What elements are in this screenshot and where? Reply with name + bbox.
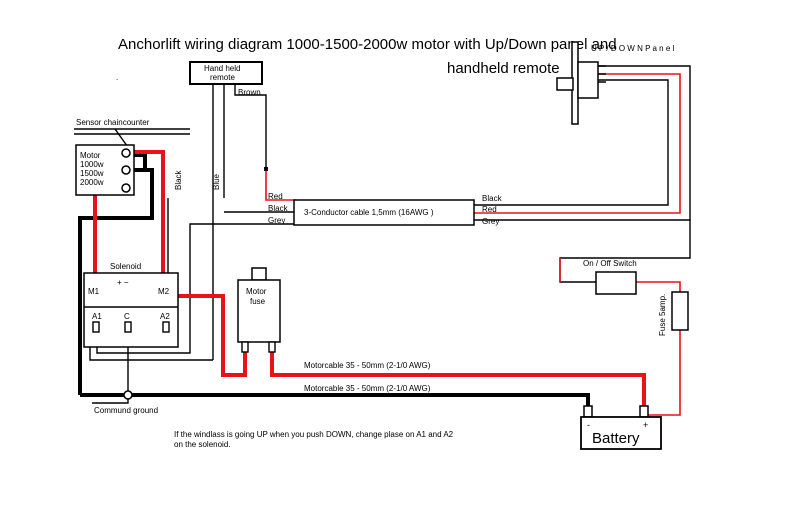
motor-terminal-top: [121, 148, 131, 158]
motor: Motor 1000w 1500w 2000w: [75, 144, 135, 196]
motor-fuse: Motor fuse: [237, 267, 281, 353]
battery: - + Battery: [580, 405, 662, 450]
wire-label-grey-left: Grey: [268, 216, 285, 225]
motorcable-label-1: Motorcable 35 - 50mm (2-1/0 AWG): [304, 361, 431, 370]
wire-label-red-left: Red: [268, 192, 283, 201]
wire-label-black-right: Black: [482, 194, 503, 203]
red-thin-wires: [265, 73, 681, 416]
wire-label-brown: Brown: [238, 88, 261, 97]
solenoid-title: Solenoid: [110, 262, 141, 271]
wire-label-black-vertical: Black: [174, 169, 183, 190]
conductor-cable: 3-Conductor cable 1,5mm (16AWG ): [293, 199, 475, 226]
command-ground-label: Commund ground: [94, 406, 158, 415]
note-line-2: on the solenoid.: [174, 440, 231, 449]
solenoid-m2: M2: [158, 287, 170, 296]
onoff-switch-label: On / Off Switch: [583, 259, 637, 268]
fuse-5amp: Fuse 5amp.: [658, 291, 689, 336]
wire-label-blue-vertical: Blue: [212, 173, 221, 190]
motor-label-3: 1500w: [80, 169, 104, 178]
wire-label-red-right: Red: [482, 205, 497, 214]
fuse-5amp-label: Fuse 5amp.: [658, 294, 667, 336]
handheld-remote-label-1: Hand held: [204, 64, 240, 73]
brown-junction: [264, 167, 268, 171]
sensor-label: Sensor chaincounter: [76, 118, 150, 127]
motor-terminal-bottom: [121, 183, 131, 193]
small-dot: .: [116, 73, 118, 82]
solenoid-a1: A1: [92, 312, 102, 321]
updown-panel-label: U P / D O W N P a n e l: [591, 44, 675, 53]
battery-label: Battery: [592, 430, 640, 447]
solenoid-m1: M1: [88, 287, 100, 296]
terminal-a2: [162, 321, 170, 333]
thin-wires: [74, 65, 691, 404]
title-line-1: Anchorlift wiring diagram 1000-1500-2000…: [118, 36, 617, 53]
wire-label-black-left: Black: [268, 204, 289, 213]
solenoid: Solenoid + − M1 M2 A1 C A2: [83, 262, 179, 348]
battery-minus: -: [587, 420, 590, 430]
solenoid-plus-minus: + −: [117, 278, 129, 287]
motor-fuse-label-2: fuse: [250, 297, 266, 306]
motor-fuse-label-1: Motor: [246, 287, 267, 296]
motor-label-2: 1000w: [80, 160, 104, 169]
title-line-2: handheld remote: [447, 60, 560, 77]
motor-label-1: Motor: [80, 151, 101, 160]
motor-terminal-mid: [121, 165, 131, 175]
terminal-c: [124, 321, 132, 333]
updown-panel: U P / D O W N P a n e l: [556, 41, 675, 125]
handheld-remote: Hand held remote: [189, 61, 263, 85]
battery-plus: +: [643, 420, 648, 430]
terminal-a1: [92, 321, 100, 333]
ground-point: [123, 390, 133, 400]
note-line-1: If the windlass is going UP when you pus…: [174, 430, 454, 439]
conductor-cable-label: 3-Conductor cable 1,5mm (16AWG ): [304, 208, 434, 217]
motor-label-4: 2000w: [80, 178, 104, 187]
onoff-switch: On / Off Switch: [583, 259, 637, 295]
wire-label-grey-right: Grey: [482, 217, 499, 226]
solenoid-c: C: [124, 312, 130, 321]
handheld-remote-label-2: remote: [210, 73, 235, 82]
motorcable-label-2: Motorcable 35 - 50mm (2-1/0 AWG): [304, 384, 431, 393]
solenoid-a2: A2: [160, 312, 170, 321]
